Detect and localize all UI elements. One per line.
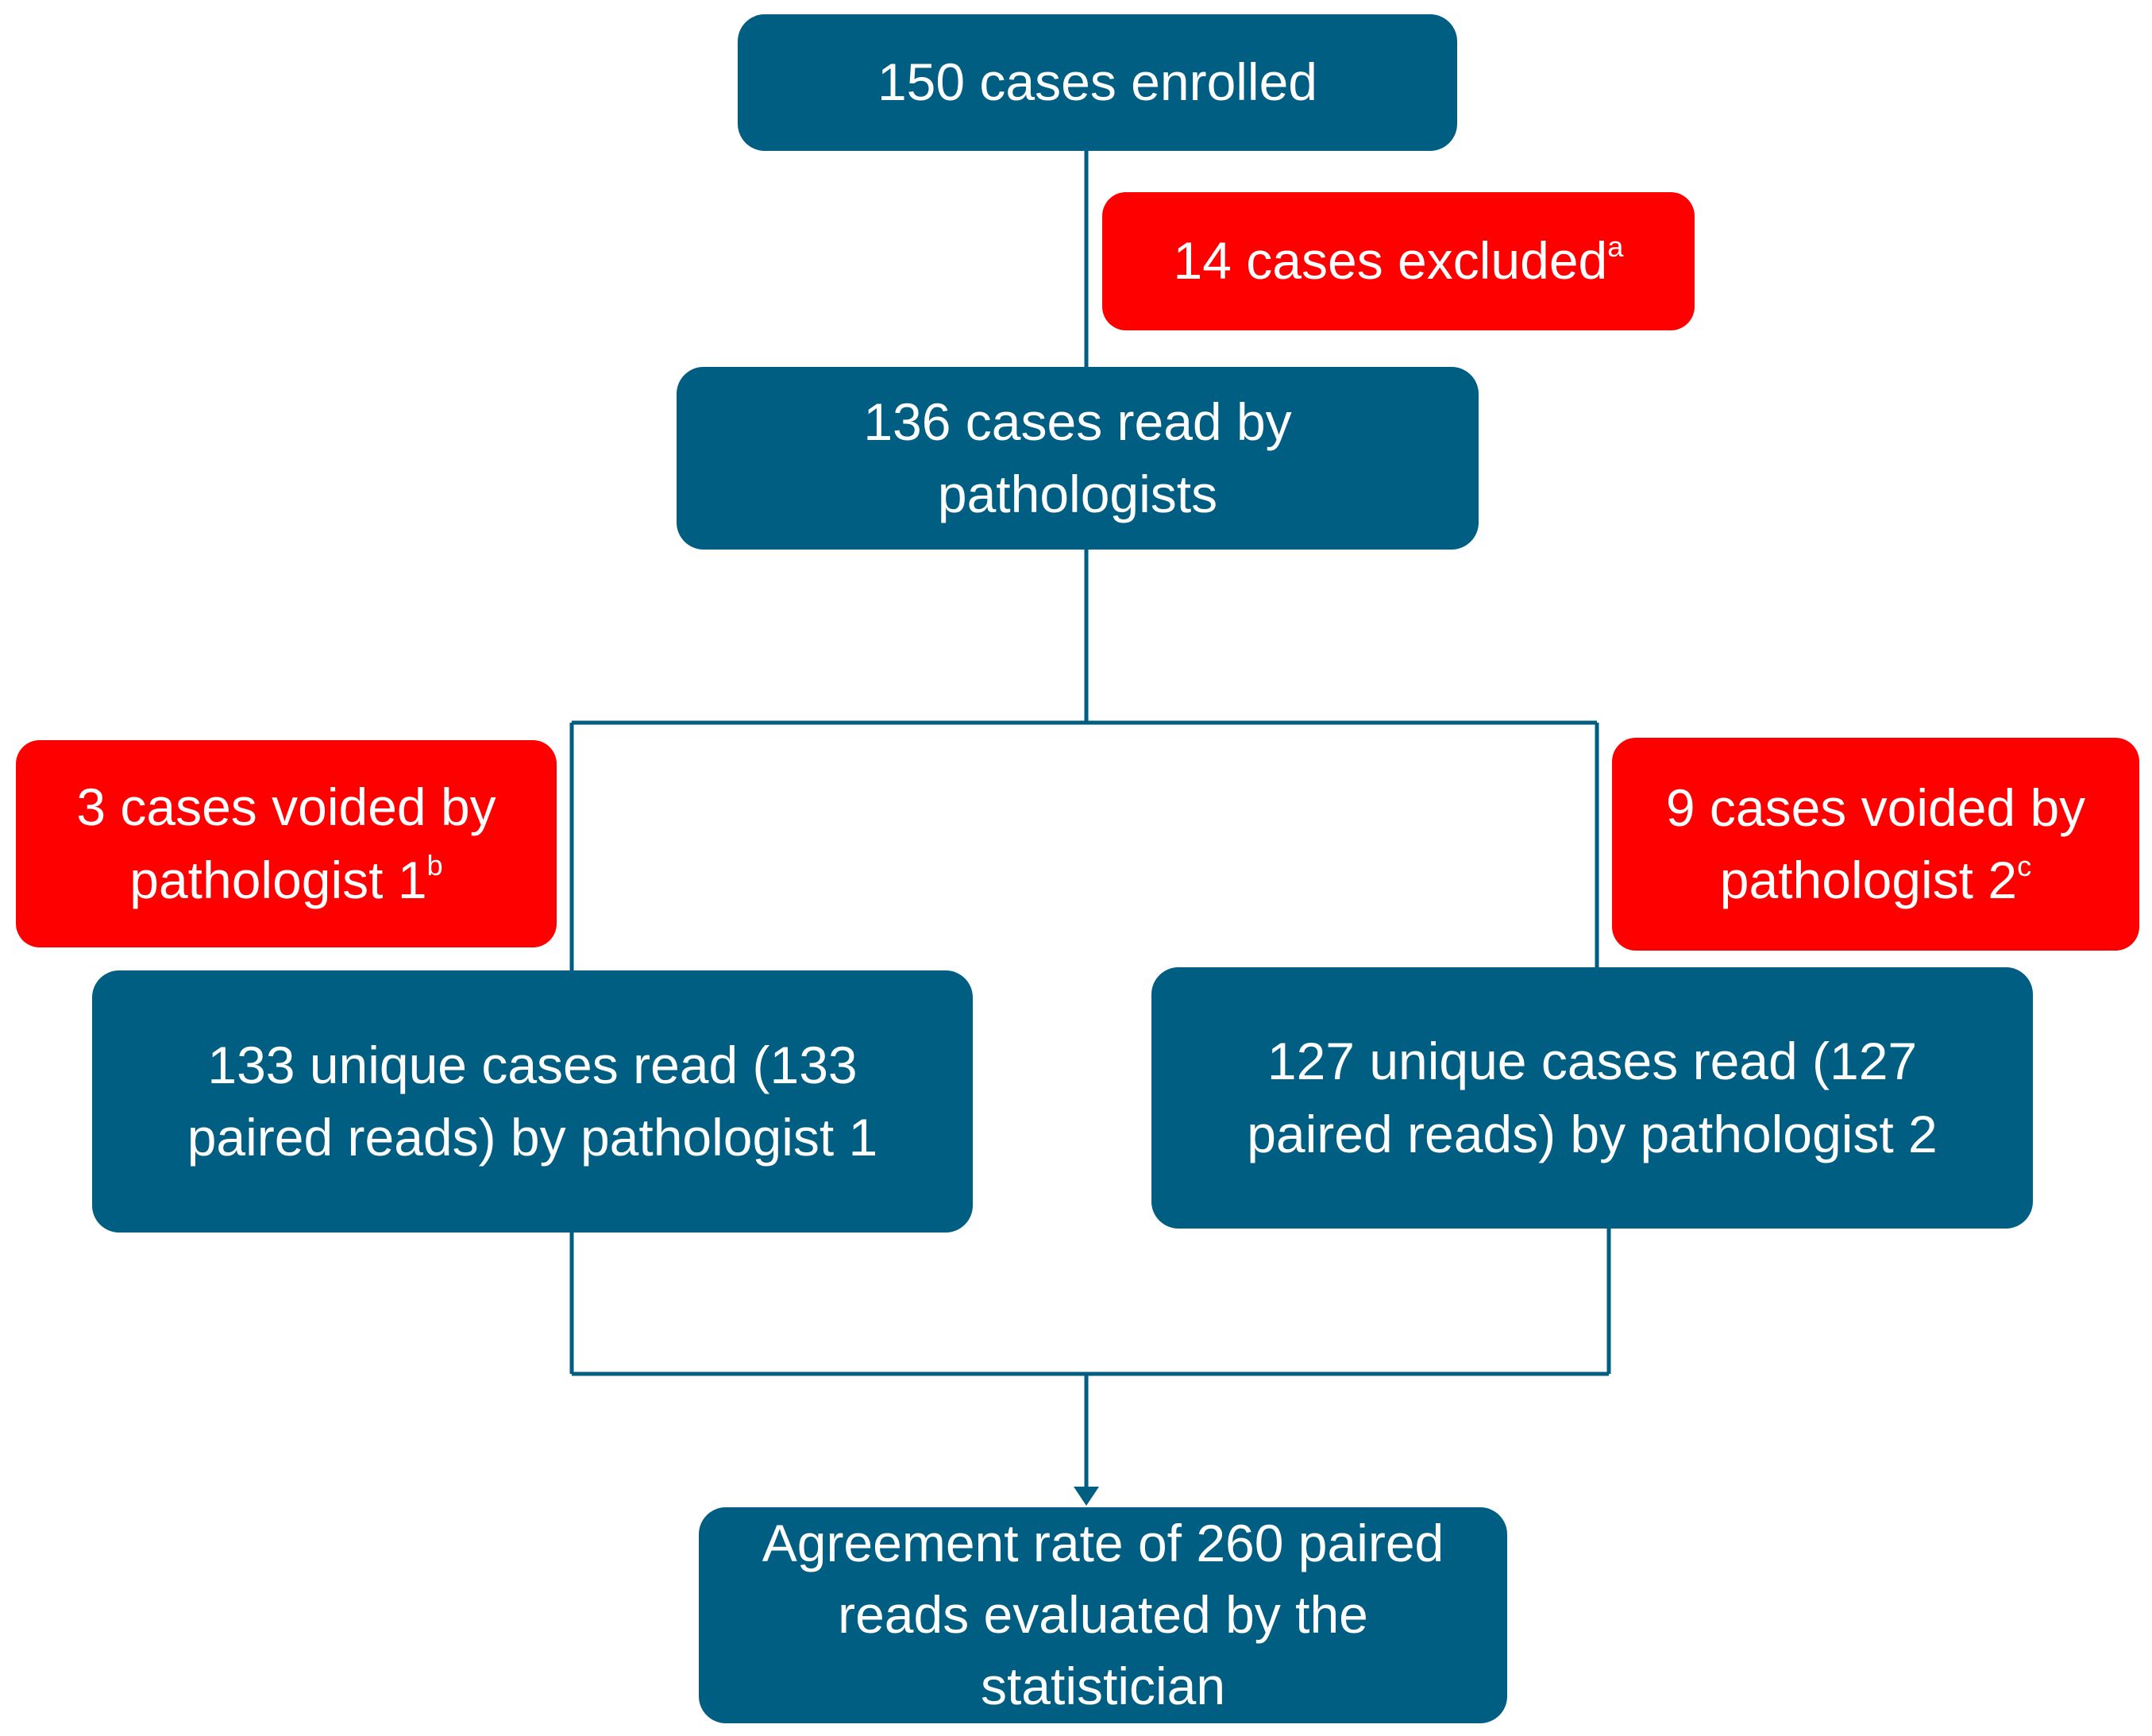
unique-p2-text: 127 unique cases read (127 paired reads)…: [1247, 1032, 1938, 1163]
agreement-text: Agreement rate of 260 paired reads evalu…: [762, 1514, 1444, 1715]
voided-p2-box: 9 cases voided by pathologist 2c: [1612, 738, 2139, 951]
unique-p2-box: 127 unique cases read (127 paired reads)…: [1151, 967, 2033, 1229]
unique-p1-box: 133 unique cases read (133 paired reads)…: [92, 970, 973, 1233]
voided-p1-box: 3 cases voided by pathologist 1b: [16, 740, 557, 947]
footnote-marker: a: [1607, 230, 1624, 264]
voided-p2-text: 9 cases voided by pathologist 2c: [1665, 777, 2086, 909]
agreement-box: Agreement rate of 260 paired reads evalu…: [699, 1507, 1507, 1723]
voided-p1-text: 3 cases voided by pathologist 1b: [76, 777, 496, 909]
enrolled-box: 150 cases enrolled: [738, 14, 1457, 151]
read-box: 136 cases read by pathologists: [677, 367, 1479, 550]
arrowhead-to-agreement: [1074, 1487, 1099, 1506]
read-text: 136 cases read by pathologists: [863, 392, 1292, 523]
unique-p1-text: 133 unique cases read (133 paired reads)…: [187, 1035, 878, 1167]
footnote-marker: c: [2017, 849, 2032, 882]
enrolled-text: 150 cases enrolled: [877, 52, 1318, 112]
excluded-box: 14 cases excludeda: [1102, 192, 1695, 330]
footnote-marker: b: [426, 849, 443, 882]
excluded-text: 14 cases excludeda: [1173, 230, 1624, 291]
